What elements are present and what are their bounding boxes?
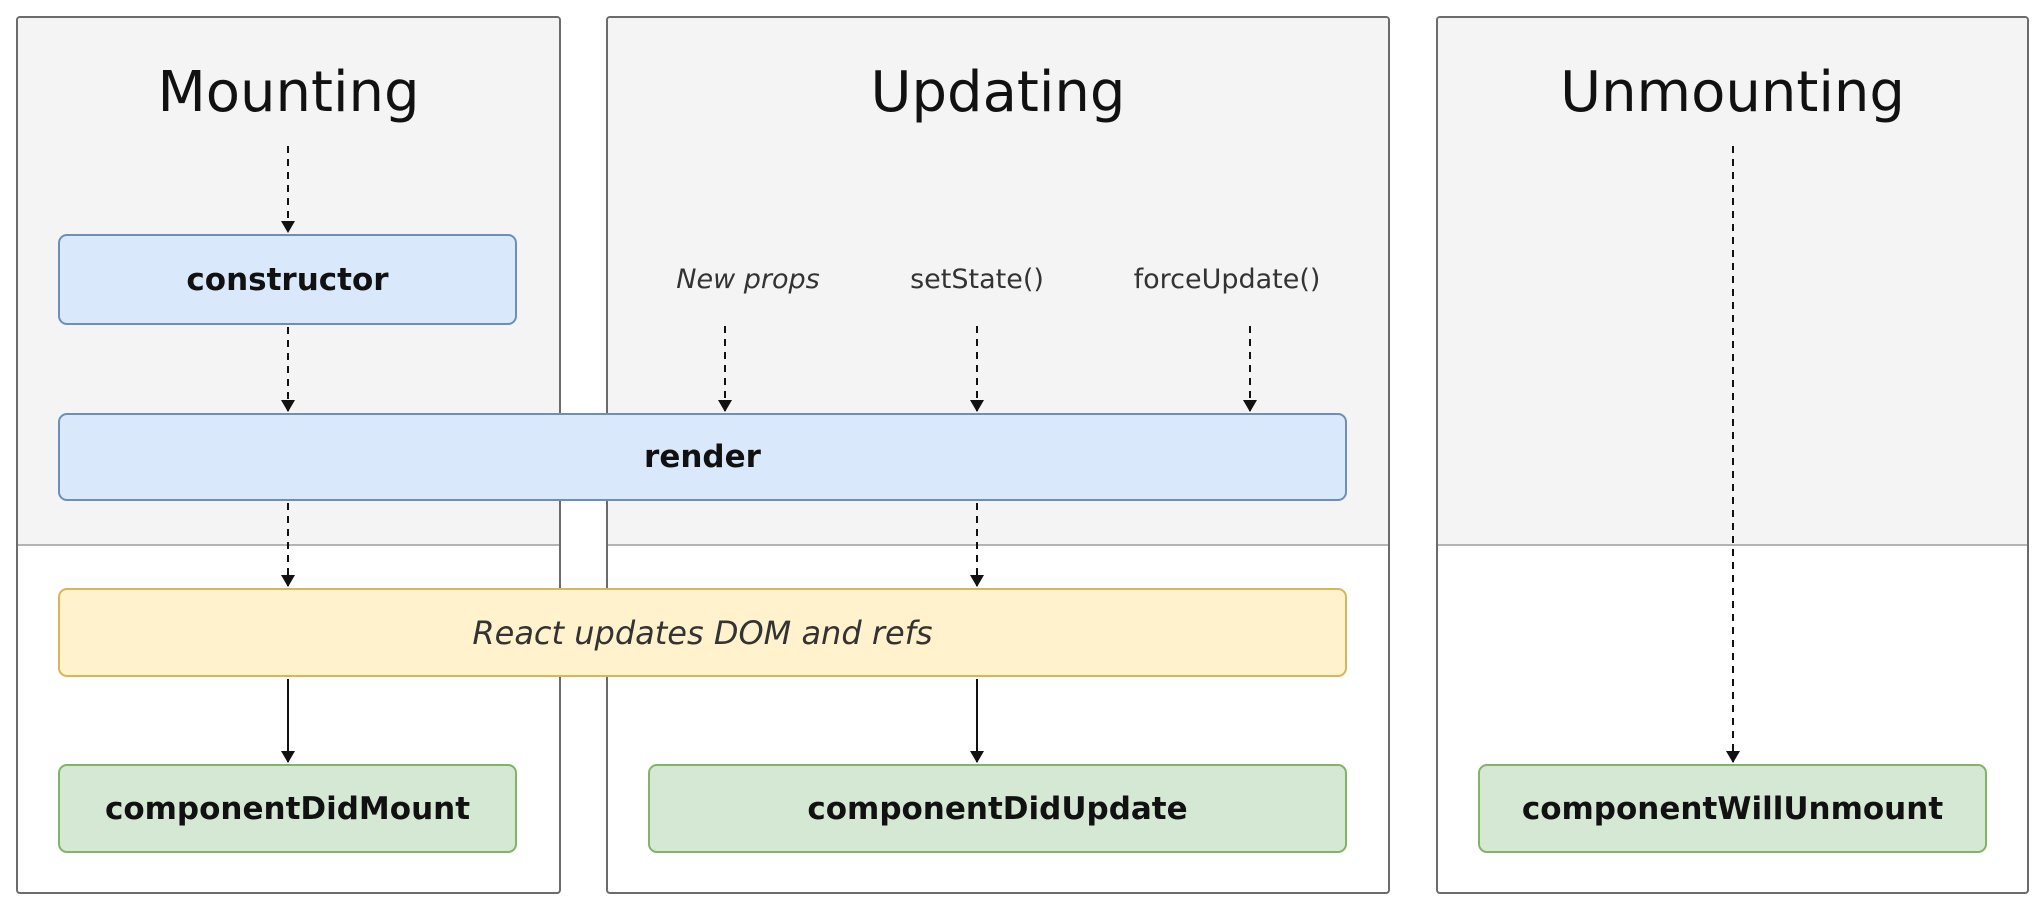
render-box: render — [58, 413, 1347, 501]
dom-update-box: React updates DOM and refs — [58, 588, 1347, 677]
trigger-new-props: New props — [676, 264, 820, 295]
constructor-box: constructor — [58, 234, 517, 325]
component-will-unmount-box: componentWillUnmount — [1478, 764, 1987, 853]
trigger-set-state: setState() — [910, 264, 1044, 295]
component-did-mount-box: componentDidMount — [58, 764, 517, 853]
component-did-update-box: componentDidUpdate — [648, 764, 1347, 853]
unmounting-title: Unmounting — [1560, 60, 1905, 125]
trigger-force-update: forceUpdate() — [1133, 264, 1321, 295]
mounting-title: Mounting — [157, 60, 420, 125]
updating-title: Updating — [870, 60, 1126, 125]
